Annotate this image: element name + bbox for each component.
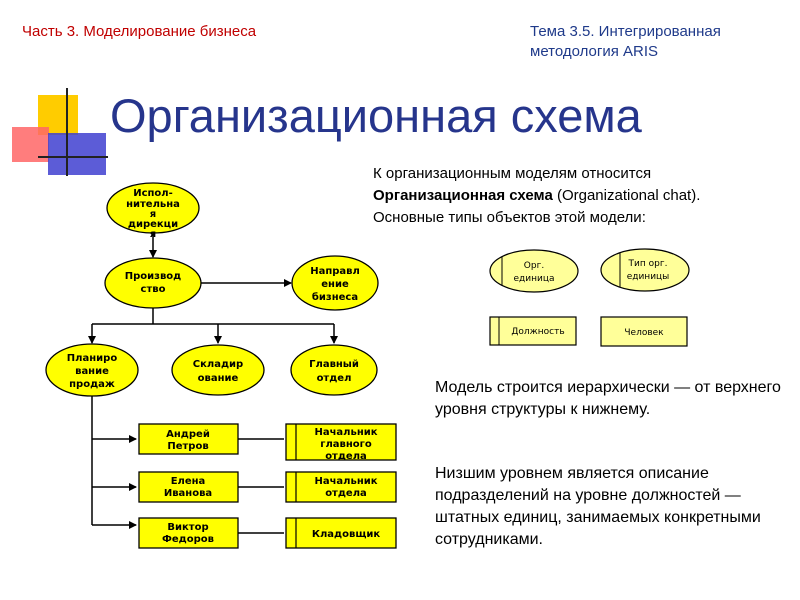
- svg-text:Главный: Главный: [309, 359, 359, 370]
- svg-text:я: я: [150, 229, 156, 240]
- intro-bold-term: Организационная схема: [373, 187, 553, 204]
- node-position-1: Начальник главного отдела: [285, 423, 397, 462]
- svg-text:нительна: нительна: [126, 199, 180, 210]
- node-executive-directorate: Испол- нительна я дирекци я: [106, 182, 200, 240]
- svg-text:Федоров: Федоров: [162, 534, 214, 545]
- legend-org-unit: Орг. единица: [489, 249, 579, 293]
- svg-text:Орг.: Орг.: [524, 261, 544, 271]
- svg-text:Андрей: Андрей: [166, 429, 210, 440]
- svg-text:единица: единица: [514, 274, 555, 284]
- node-person-3: Виктор Федоров: [138, 517, 239, 549]
- svg-text:Начальник: Начальник: [314, 476, 377, 487]
- intro-line-3: Основные типы объектов этой модели:: [373, 209, 646, 226]
- svg-text:ство: ство: [141, 284, 166, 295]
- svg-text:Петров: Петров: [167, 441, 208, 452]
- intro-line-2: (Organizational chat).: [552, 187, 701, 204]
- svg-text:Испол-: Испол-: [133, 188, 173, 199]
- svg-text:дирекци: дирекци: [128, 219, 178, 230]
- svg-text:Должность: Должность: [511, 327, 564, 337]
- svg-text:Складир: Складир: [193, 359, 243, 370]
- svg-text:единицы: единицы: [627, 272, 670, 282]
- svg-text:отдела: отдела: [325, 488, 367, 499]
- node-position-3: Кладовщик: [285, 517, 397, 549]
- paragraph-lowest-level: Низшим уровнем является описание подразд…: [435, 465, 761, 548]
- svg-text:вание: вание: [75, 366, 109, 377]
- paragraph-hierarchy: Модель строится иерархически — от верхне…: [435, 379, 781, 418]
- svg-text:я: я: [150, 209, 156, 220]
- svg-text:Тип орг.: Тип орг.: [628, 259, 668, 269]
- svg-text:Кладовщик: Кладовщик: [312, 529, 381, 540]
- node-position-2: Начальник отдела: [285, 471, 397, 503]
- header-part-name: Моделирование бизнеса: [83, 23, 257, 40]
- svg-text:бизнеса: бизнеса: [312, 291, 358, 303]
- node-production: Производ ство: [104, 257, 202, 309]
- svg-text:Планиро: Планиро: [67, 353, 118, 364]
- node-main-department: Главный отдел: [290, 344, 378, 396]
- svg-text:Виктор: Виктор: [167, 522, 208, 533]
- legend-org-unit-type: Тип орг. единицы: [600, 248, 690, 292]
- svg-text:Человек: Человек: [624, 328, 664, 338]
- node-sales-planning: Планиро вание продаж: [45, 343, 139, 397]
- svg-text:главного: главного: [320, 439, 372, 450]
- header-part-title: Часть 3. Моделирование бизнеса: [22, 22, 282, 42]
- svg-text:продаж: продаж: [69, 379, 115, 390]
- intro-text: К организационным моделям относится Орга…: [373, 163, 783, 229]
- header-topic: Тема 3.5. Интегрированная методология AR…: [530, 23, 721, 60]
- svg-text:Начальник: Начальник: [314, 427, 377, 438]
- header-part-prefix: Часть 3.: [22, 23, 84, 40]
- svg-text:ение: ение: [321, 279, 349, 290]
- node-person-1: Андрей Петров: [138, 423, 239, 455]
- node-person-2: Елена Иванова: [138, 471, 239, 503]
- svg-text:Направл: Направл: [310, 266, 360, 277]
- legend-person: Человек: [600, 316, 688, 347]
- node-business-direction: Направл ение бизнеса: [291, 255, 379, 311]
- svg-text:отдела: отдела: [325, 451, 367, 462]
- intro-line-1: К организационным моделям относится: [373, 165, 652, 182]
- svg-text:отдел: отдел: [317, 373, 352, 384]
- node-warehousing: Складир ование: [171, 344, 265, 396]
- svg-text:Елена: Елена: [171, 476, 206, 487]
- legend-position: Должность: [489, 316, 577, 346]
- connectors: [88, 233, 338, 534]
- svg-text:Производ: Производ: [125, 271, 182, 282]
- svg-text:ование: ование: [198, 373, 239, 384]
- svg-text:Иванова: Иванова: [164, 488, 212, 499]
- page-title: Организационная схема: [110, 89, 642, 142]
